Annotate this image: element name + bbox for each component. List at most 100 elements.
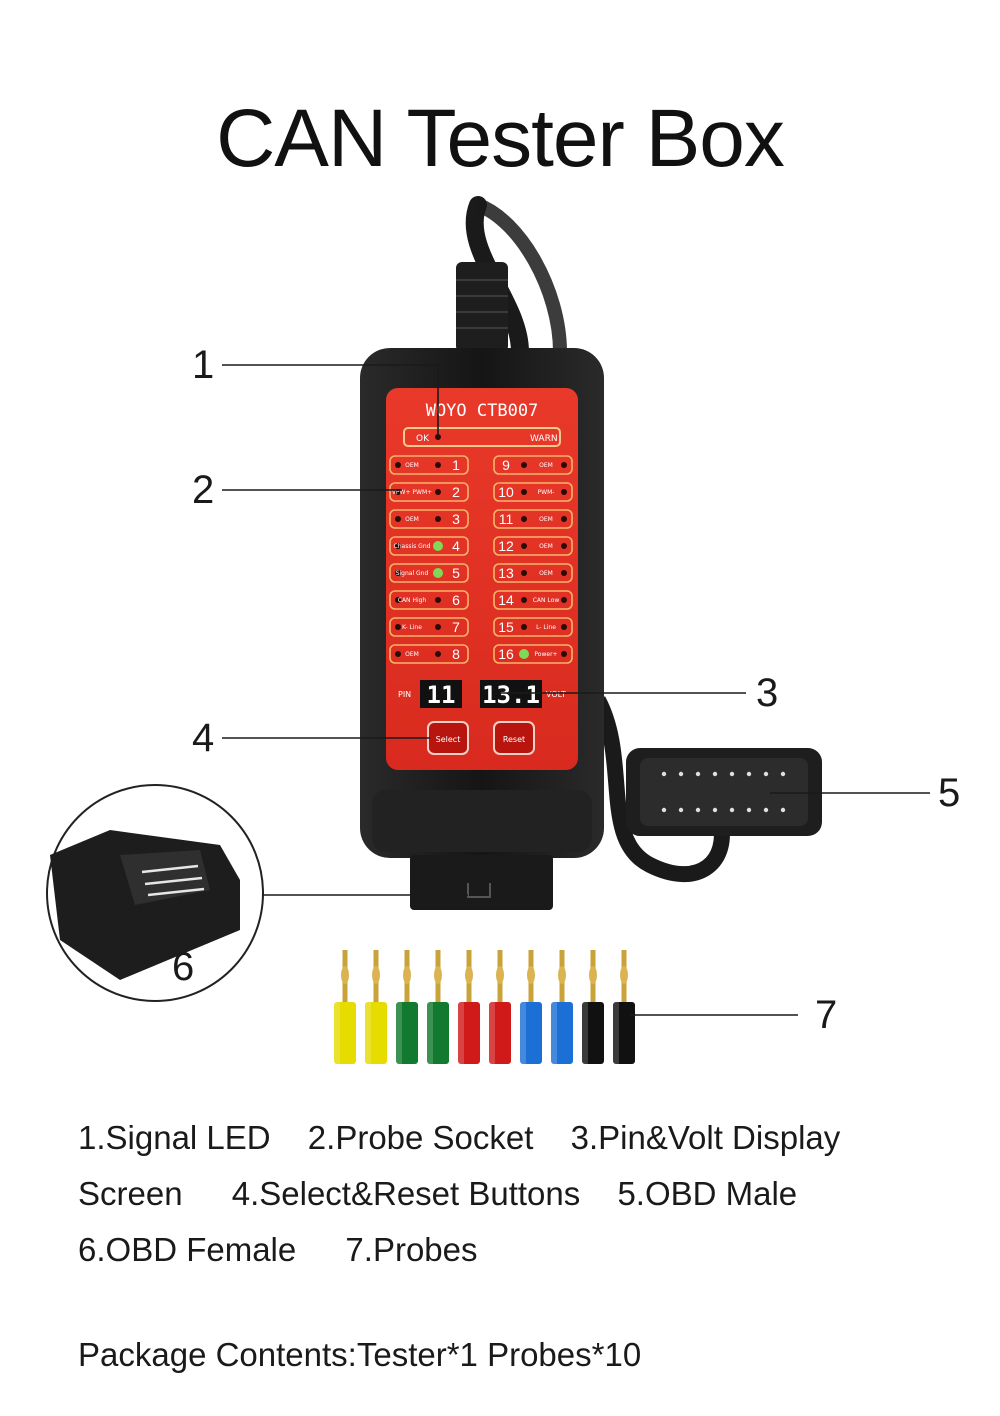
obd-pin: [712, 771, 718, 777]
legend-item: 6.OBD Female: [78, 1231, 297, 1268]
obd-pin: [678, 807, 684, 813]
cable-strain-relief: [456, 262, 508, 352]
brand-model: WOYO CTB007: [426, 401, 539, 421]
reset-button[interactable]: [493, 721, 535, 755]
legend-row-1: 1.Signal LED 2.Probe Socket 3.Pin&Volt D…: [78, 1110, 958, 1166]
legend-item: 2.Probe Socket: [307, 1119, 534, 1156]
pin-label: PIN: [398, 690, 411, 699]
pin-socket-12[interactable]: OEM 12: [493, 536, 573, 556]
package-contents: Package Contents:Tester*1 Probes*10: [78, 1336, 642, 1373]
pin-socket-10[interactable]: PWM-10: [493, 482, 573, 502]
callout-3: 3: [756, 671, 778, 715]
pin-number-2: 2: [452, 484, 460, 500]
volt-label: VOLT: [546, 690, 566, 699]
pin-tag-4: Chassis Gnd: [394, 543, 431, 550]
pin-tag-14: CAN Low: [533, 597, 560, 604]
callout-2: 2: [192, 468, 214, 512]
pin-tag-3: OEM: [405, 516, 419, 523]
obd-pin: [780, 771, 786, 777]
obd-pin: [763, 807, 769, 813]
pin-tag-5: Signal Gnd: [396, 570, 429, 577]
pin-led-14: [521, 597, 527, 603]
volt-display-value: 13.1: [482, 681, 540, 709]
legend-item: 4.Select&Reset Buttons: [231, 1175, 581, 1212]
pin-led-6: [435, 597, 441, 603]
legend-row-2: Screen 4.Select&Reset Buttons 5.OBD Male: [78, 1166, 958, 1222]
obd-pin: [661, 771, 667, 777]
pin-led-15: [521, 624, 527, 630]
ok-label: OK: [416, 434, 430, 444]
obd-pin: [780, 807, 786, 813]
pin-number-5: 5: [452, 565, 460, 581]
pin-led-12: [521, 543, 527, 549]
pin-tag-2: VPW+ PWM+: [392, 489, 432, 496]
pin-tag-6: CAN High: [398, 597, 427, 604]
signal-led-bar: [403, 427, 561, 447]
callout-1: 1: [192, 343, 214, 387]
legend-item: Screen: [78, 1175, 183, 1212]
pin-tag-15: L- Line: [536, 624, 556, 631]
probe-10: [613, 950, 635, 1064]
obd-pin: [695, 771, 701, 777]
pin-display: [420, 680, 462, 708]
pin-tag-1: OEM: [405, 462, 419, 469]
obd-pin: [746, 771, 752, 777]
volt-display: [480, 680, 542, 708]
pin-tag-9: OEM: [539, 462, 553, 469]
callout-7: 7: [815, 993, 837, 1037]
pin-led-11: [521, 516, 527, 522]
pin-number-14: 14: [498, 592, 514, 608]
callout-line-1: [222, 364, 439, 435]
pin-number-6: 6: [452, 592, 460, 608]
pin-number-12: 12: [498, 538, 514, 554]
obd-pin: [746, 807, 752, 813]
page-title: CAN Tester Box: [216, 93, 785, 184]
pin-socket-14[interactable]: CAN Low 14: [493, 590, 573, 610]
pin-number-1: 1: [452, 457, 460, 473]
probe-5: [458, 950, 480, 1064]
legend-item: 7.Probes: [345, 1231, 478, 1268]
pin-display-value: 11: [427, 681, 456, 709]
select-button-label: Select: [436, 735, 461, 744]
obd-pin: [678, 771, 684, 777]
pin-led-16: [519, 649, 529, 659]
side-cable: [590, 696, 730, 883]
pin-led-4: [433, 541, 443, 551]
pin-socket-6[interactable]: CAN High 6: [389, 590, 469, 610]
pin-socket-16[interactable]: Power+16: [493, 644, 573, 664]
pin-socket-5[interactable]: Signal Gnd 5: [389, 563, 469, 583]
pin-led-13: [521, 570, 527, 576]
probe-2: [365, 950, 387, 1064]
obd-pin: [712, 807, 718, 813]
pin-socket-1[interactable]: OEM 1: [389, 455, 469, 475]
probe-1: [334, 950, 356, 1064]
warn-label: WARN: [530, 434, 558, 444]
pin-led-1: [435, 462, 441, 468]
pin-number-8: 8: [452, 646, 460, 662]
obd-pin: [763, 771, 769, 777]
pin-number-16: 16: [498, 646, 514, 662]
obd-pin: [729, 771, 735, 777]
pin-socket-11[interactable]: OEM 11: [493, 509, 573, 529]
pin-led-5: [433, 568, 443, 578]
pin-led-7: [435, 624, 441, 630]
probe-6: [489, 950, 511, 1064]
pin-number-13: 13: [498, 565, 514, 581]
pin-tag-12: OEM: [539, 543, 553, 550]
pin-number-11: 11: [499, 511, 514, 527]
obd-pin: [661, 807, 667, 813]
probe-3: [396, 950, 418, 1064]
callout-6: 6: [172, 945, 194, 989]
pin-led-9: [521, 462, 527, 468]
pin-led-2: [435, 489, 441, 495]
pin-tag-11: OEM: [539, 516, 553, 523]
